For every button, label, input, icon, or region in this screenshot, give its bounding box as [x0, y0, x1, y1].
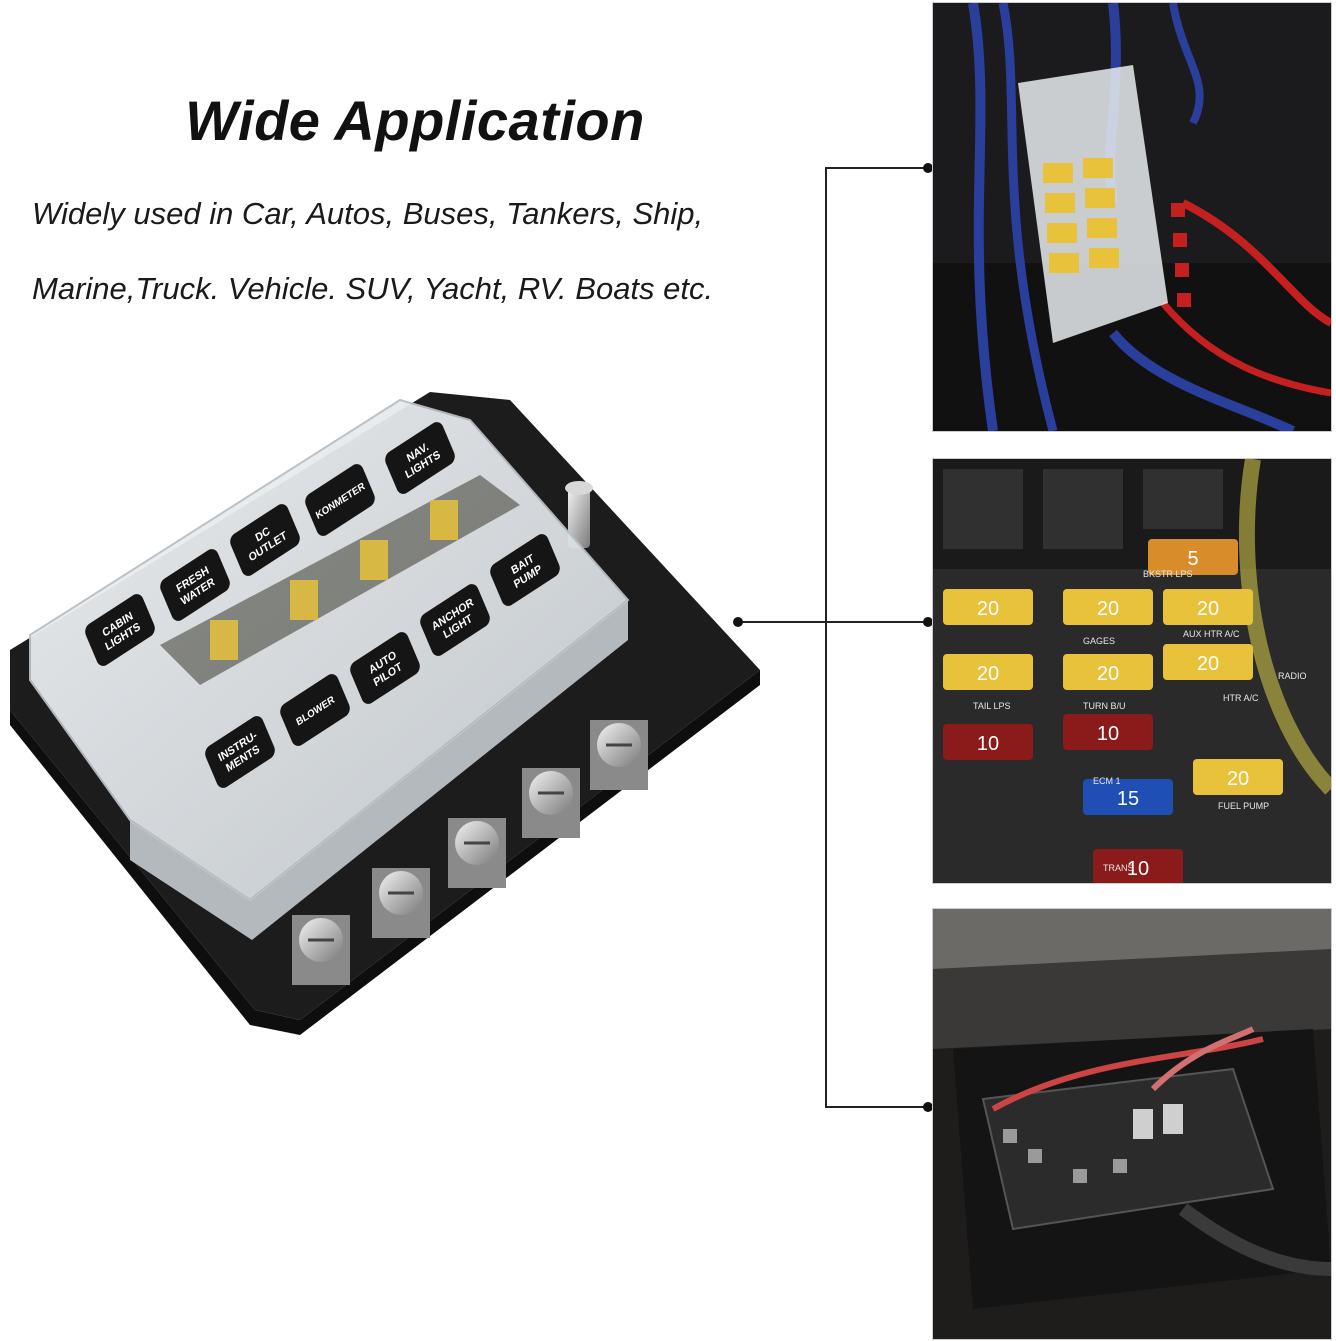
svg-text:10: 10	[1127, 858, 1149, 880]
panel-fuse: 15	[1083, 779, 1173, 815]
fuse-labels-bottom: INSTRU-MENTSBLOWERAUTOPILOTANCHORLIGHTBA…	[205, 534, 560, 788]
panel-fuse-label: RADIO	[1278, 671, 1307, 681]
panel-fuse: 20	[1193, 759, 1283, 795]
photo-fuse-panel: 5 20 20 20 20 20 20 10 10 15 20 10 GAGES TURN B/U TAIL…	[932, 458, 1332, 884]
svg-text:20: 20	[1097, 598, 1119, 620]
svg-text:20: 20	[1227, 768, 1249, 790]
panel-fuse: 10	[1093, 849, 1183, 883]
application-description-line-1: Widely used in Car, Autos, Buses, Tanker…	[32, 196, 704, 231]
svg-text:10: 10	[1097, 723, 1119, 745]
page-title: Wide Application	[185, 89, 645, 152]
panel-fuse: 5	[1148, 539, 1238, 575]
enclosure-fuse-box-shape	[981, 1067, 1275, 1231]
fuse-label-bottom-1: BLOWER	[280, 674, 350, 746]
svg-text:20: 20	[1197, 598, 1219, 620]
panel-fuse: 20	[1163, 644, 1253, 680]
fuse-labels-top: CABINLIGHTSFRESHWATERDCOUTLETKONMETERNAV…	[85, 422, 455, 666]
panel-fuse: 20	[1063, 589, 1153, 625]
panel-fuse-label: HTR A/C	[1223, 693, 1259, 703]
panel-fuse: 10	[1063, 714, 1153, 750]
panel-fuse-label: TURN B/U	[1083, 701, 1126, 711]
panel-fuse: 20	[1163, 589, 1253, 625]
panel-fuse-label: BKSTR LPS	[1143, 569, 1193, 579]
panel-fuse-label: TAIL LPS	[973, 701, 1011, 711]
svg-text:20: 20	[977, 598, 999, 620]
fuse-box-illustration: CABINLIGHTSFRESHWATERDCOUTLETKONMETERNAV…	[10, 392, 760, 1035]
power-stud	[568, 488, 590, 548]
svg-text:10: 10	[977, 733, 999, 755]
panel-fuse: 20	[943, 654, 1033, 690]
svg-text:20: 20	[1197, 653, 1219, 675]
panel-fuse-label: AUX HTR A/C	[1183, 629, 1240, 639]
panel-fuse-label: TRANS	[1103, 863, 1134, 873]
application-description-line-2: Marine,Truck. Vehicle. SUV, Yacht, RV. B…	[32, 271, 714, 306]
screw-terminals	[292, 720, 648, 985]
panel-fuse-label: GAGES	[1083, 636, 1115, 646]
photo-enclosure-fuse-box	[932, 908, 1332, 1340]
panel-fuse: 10	[943, 724, 1033, 760]
panel-fuse-label: FUEL PUMP	[1218, 801, 1269, 811]
panel-fuse: 20	[943, 589, 1033, 625]
panel-fuse-label: ECM 1	[1093, 776, 1121, 786]
svg-text:20: 20	[977, 663, 999, 685]
photo-installed-fuse-box	[932, 2, 1332, 432]
panel-fuse: 20	[1063, 654, 1153, 690]
svg-text:20: 20	[1097, 663, 1119, 685]
svg-text:5: 5	[1187, 548, 1198, 570]
svg-text:15: 15	[1117, 788, 1139, 810]
